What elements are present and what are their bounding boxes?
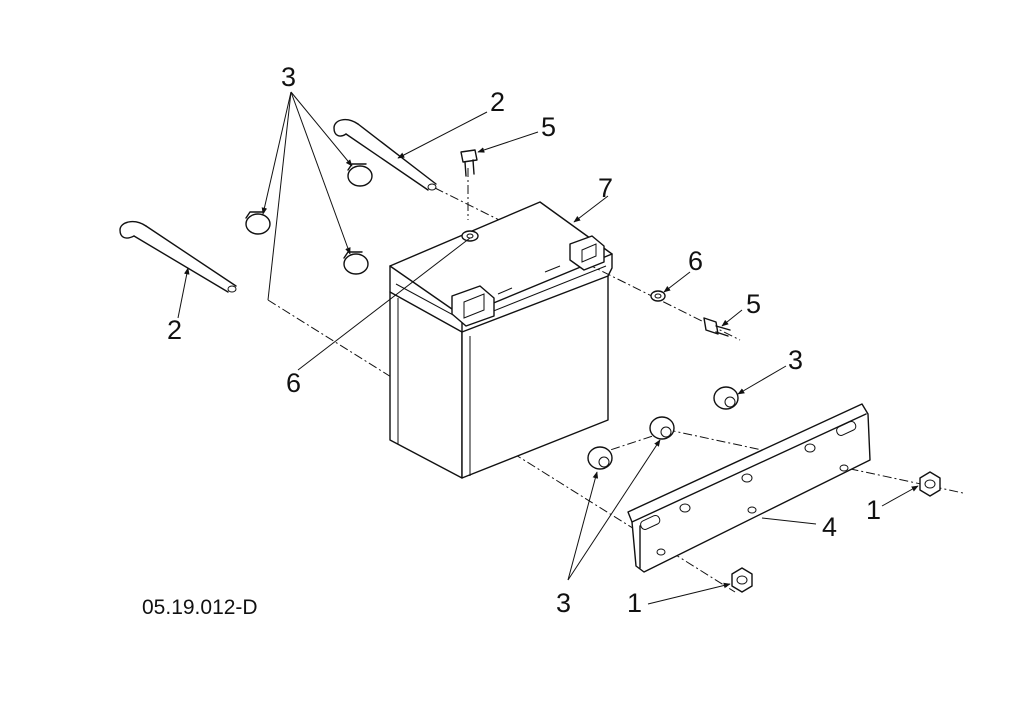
center-lines — [267, 168, 964, 593]
flange-nut-right — [919, 471, 941, 497]
flange-nut-bottom — [731, 567, 753, 593]
j-bolt-lower — [119, 220, 237, 293]
nut-top-c — [343, 251, 369, 275]
leader-lines — [177, 91, 919, 605]
battery — [389, 201, 613, 479]
nut-side-c — [587, 446, 613, 470]
terminal-bolt-right — [703, 317, 731, 337]
nut-side-b — [649, 416, 675, 440]
drawing-code: 05.19.012-D — [142, 596, 258, 619]
callout-2-lower: 2 — [167, 315, 182, 345]
callout-5-right: 5 — [746, 289, 761, 319]
callout-4: 4 — [822, 512, 837, 542]
callout-3-top: 3 — [281, 62, 296, 92]
terminal-bolt-top — [460, 149, 478, 177]
callout-1-bottom: 1 — [627, 588, 642, 618]
callout-1-right: 1 — [866, 495, 881, 525]
nut-top-a — [347, 163, 373, 187]
callout-5-top: 5 — [541, 112, 556, 142]
callout-2-upper: 2 — [490, 87, 505, 117]
callout-3-right: 3 — [788, 345, 803, 375]
nut-side-a — [713, 386, 739, 410]
hold-down-bracket — [627, 403, 871, 573]
callout-6-left: 6 — [286, 368, 301, 398]
callout-6-right: 6 — [688, 246, 703, 276]
terminal-nut-right — [650, 290, 666, 302]
nut-top-b — [245, 211, 271, 235]
j-bolt-upper — [333, 118, 437, 191]
callout-3-bottom: 3 — [556, 588, 571, 618]
callout-7: 7 — [598, 173, 613, 203]
